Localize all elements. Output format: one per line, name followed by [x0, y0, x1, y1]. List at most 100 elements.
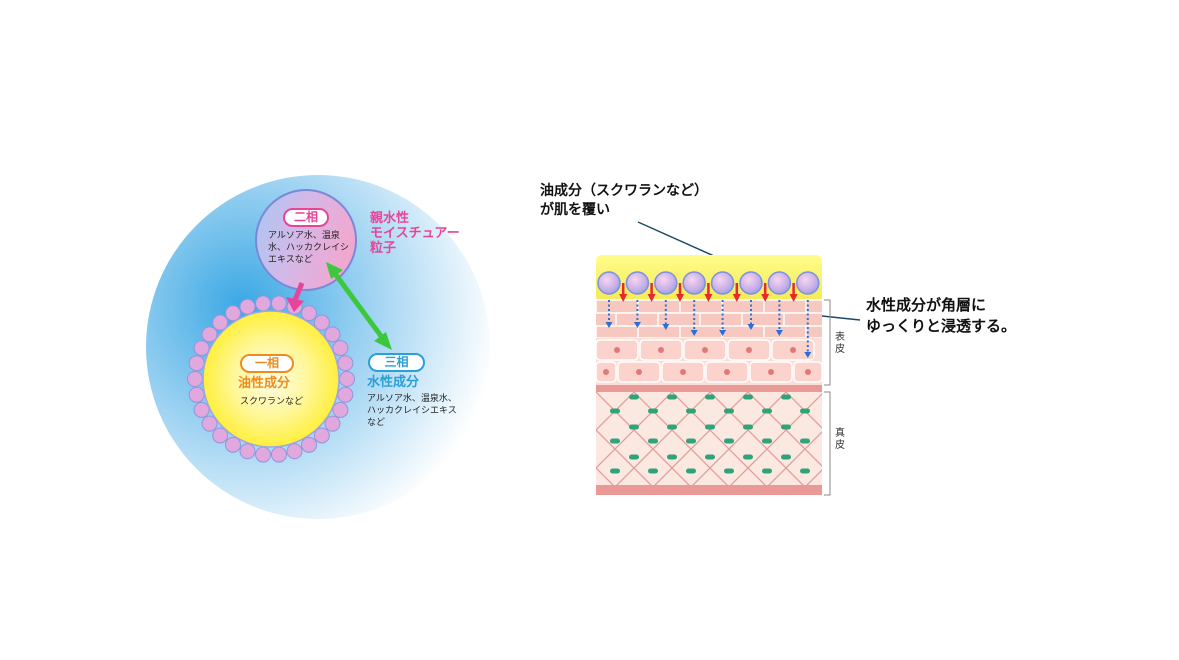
three-phase-badge: 三相 [368, 353, 425, 372]
fibroblast [781, 454, 791, 460]
moisture-droplets [597, 271, 820, 358]
basement-membrane [596, 385, 822, 392]
water-arrow-head [605, 322, 613, 328]
three-phase-title: 水性成分 [367, 375, 420, 390]
cell-nucleus [790, 347, 796, 353]
oil-droplet-core [202, 310, 340, 448]
cell-nucleus [658, 347, 664, 353]
fibroblast [610, 438, 620, 444]
ring-bubble [225, 305, 241, 322]
fibroblast [800, 438, 810, 444]
fibroblast [610, 468, 620, 474]
water-arrow-head [690, 330, 698, 336]
dermis-label: 真皮 [835, 428, 845, 451]
fibroblast [629, 424, 639, 430]
fibroblast [705, 394, 715, 400]
water-callout-line2: ゆっくりと浸透する。 [866, 317, 1017, 335]
water-arrow-head [662, 324, 670, 330]
oil-arrow-head [704, 294, 713, 302]
hydrophilic-label-line1: 親水性 [370, 211, 410, 226]
fibroblast [762, 468, 772, 474]
moisture-droplet [625, 271, 650, 295]
cell-nucleus [768, 369, 774, 375]
three-phase-description: アルソア水、温泉水、ハッカクレイシエキスなど [367, 394, 457, 428]
oil-arrow-head [761, 294, 770, 302]
fibroblast [781, 424, 791, 430]
fibroblast [686, 438, 696, 444]
fibroblast [648, 468, 658, 474]
epidermis-label: 表皮 [835, 332, 845, 355]
green-double-arrow [326, 262, 392, 350]
moisture-droplet [739, 271, 763, 295]
epidermis-bracket [824, 299, 831, 386]
dermis-bottom [596, 485, 822, 495]
hydrophilic-label-line3: 粒子 [370, 241, 397, 256]
epidermis-cells [595, 339, 823, 383]
ring-bubble [193, 340, 210, 357]
fibroblast [667, 394, 677, 400]
fibroblast [629, 454, 639, 460]
dermis [596, 392, 822, 485]
dermis-fibroblasts [610, 394, 810, 474]
one-phase-badge: 一相 [240, 354, 294, 373]
moisture-droplet [682, 271, 706, 295]
oil-arrow-head [619, 294, 628, 302]
fibroblast [743, 454, 753, 460]
fibroblast [686, 468, 696, 474]
moisture-droplet [710, 271, 735, 295]
cell-nucleus [702, 347, 708, 353]
fibroblast [705, 454, 715, 460]
water-arrow-head [775, 330, 783, 336]
two-phase-description: アルソア水、温泉水、ハッカクレイシエキスなど [268, 231, 350, 265]
moisture-droplet [654, 271, 678, 295]
ring-bubble [324, 415, 341, 432]
water-arrow-head [719, 330, 727, 336]
ring-bubble [286, 443, 303, 460]
ring-bubble [337, 386, 354, 403]
fibroblast [686, 408, 696, 414]
cell-nucleus [680, 369, 686, 375]
oil-arrow-head [789, 294, 798, 302]
oil-arrow-head [676, 294, 684, 302]
cell-nucleus [603, 369, 609, 375]
fibroblast [724, 468, 734, 474]
ring-bubble [255, 446, 272, 463]
fibroblast [781, 394, 791, 400]
ring-bubble [270, 446, 287, 463]
fibroblast [762, 438, 772, 444]
ring-bubble [239, 443, 256, 460]
ring-bubble [187, 371, 203, 387]
fibroblast [800, 408, 810, 414]
oil-callout-line1: 油成分（スクワランなど） [540, 183, 708, 199]
dermis-bracket [824, 391, 831, 496]
ring-bubble [313, 314, 330, 331]
oil-arrow-head [647, 294, 656, 302]
moisture-droplet [796, 271, 820, 295]
fibroblast [667, 424, 677, 430]
cell-nucleus [614, 347, 620, 353]
oil-arrow-head [732, 294, 741, 302]
ring-bubble [201, 415, 218, 432]
fibroblast [648, 438, 658, 444]
ring-bubble [324, 326, 341, 343]
water-arrow-head [804, 352, 812, 358]
water-callout-line1: 水性成分が角層に [866, 296, 987, 314]
one-phase-title: 油性成分 [238, 376, 291, 391]
ring-bubble [337, 355, 354, 372]
fibroblast [610, 408, 620, 414]
fibroblast [629, 394, 639, 400]
water-arrow-head [747, 324, 755, 330]
moisture-droplet [767, 271, 792, 295]
oil-callout-line [637, 221, 715, 257]
fibroblast [667, 454, 677, 460]
ring-bubble [270, 295, 287, 312]
cell-nucleus [805, 369, 811, 375]
ring-bubble [339, 371, 355, 387]
moisture-droplet [597, 271, 621, 295]
ring-bubble [239, 298, 256, 315]
ring-bubble [313, 427, 330, 444]
fibroblast [743, 424, 753, 430]
cell-nucleus [636, 369, 642, 375]
